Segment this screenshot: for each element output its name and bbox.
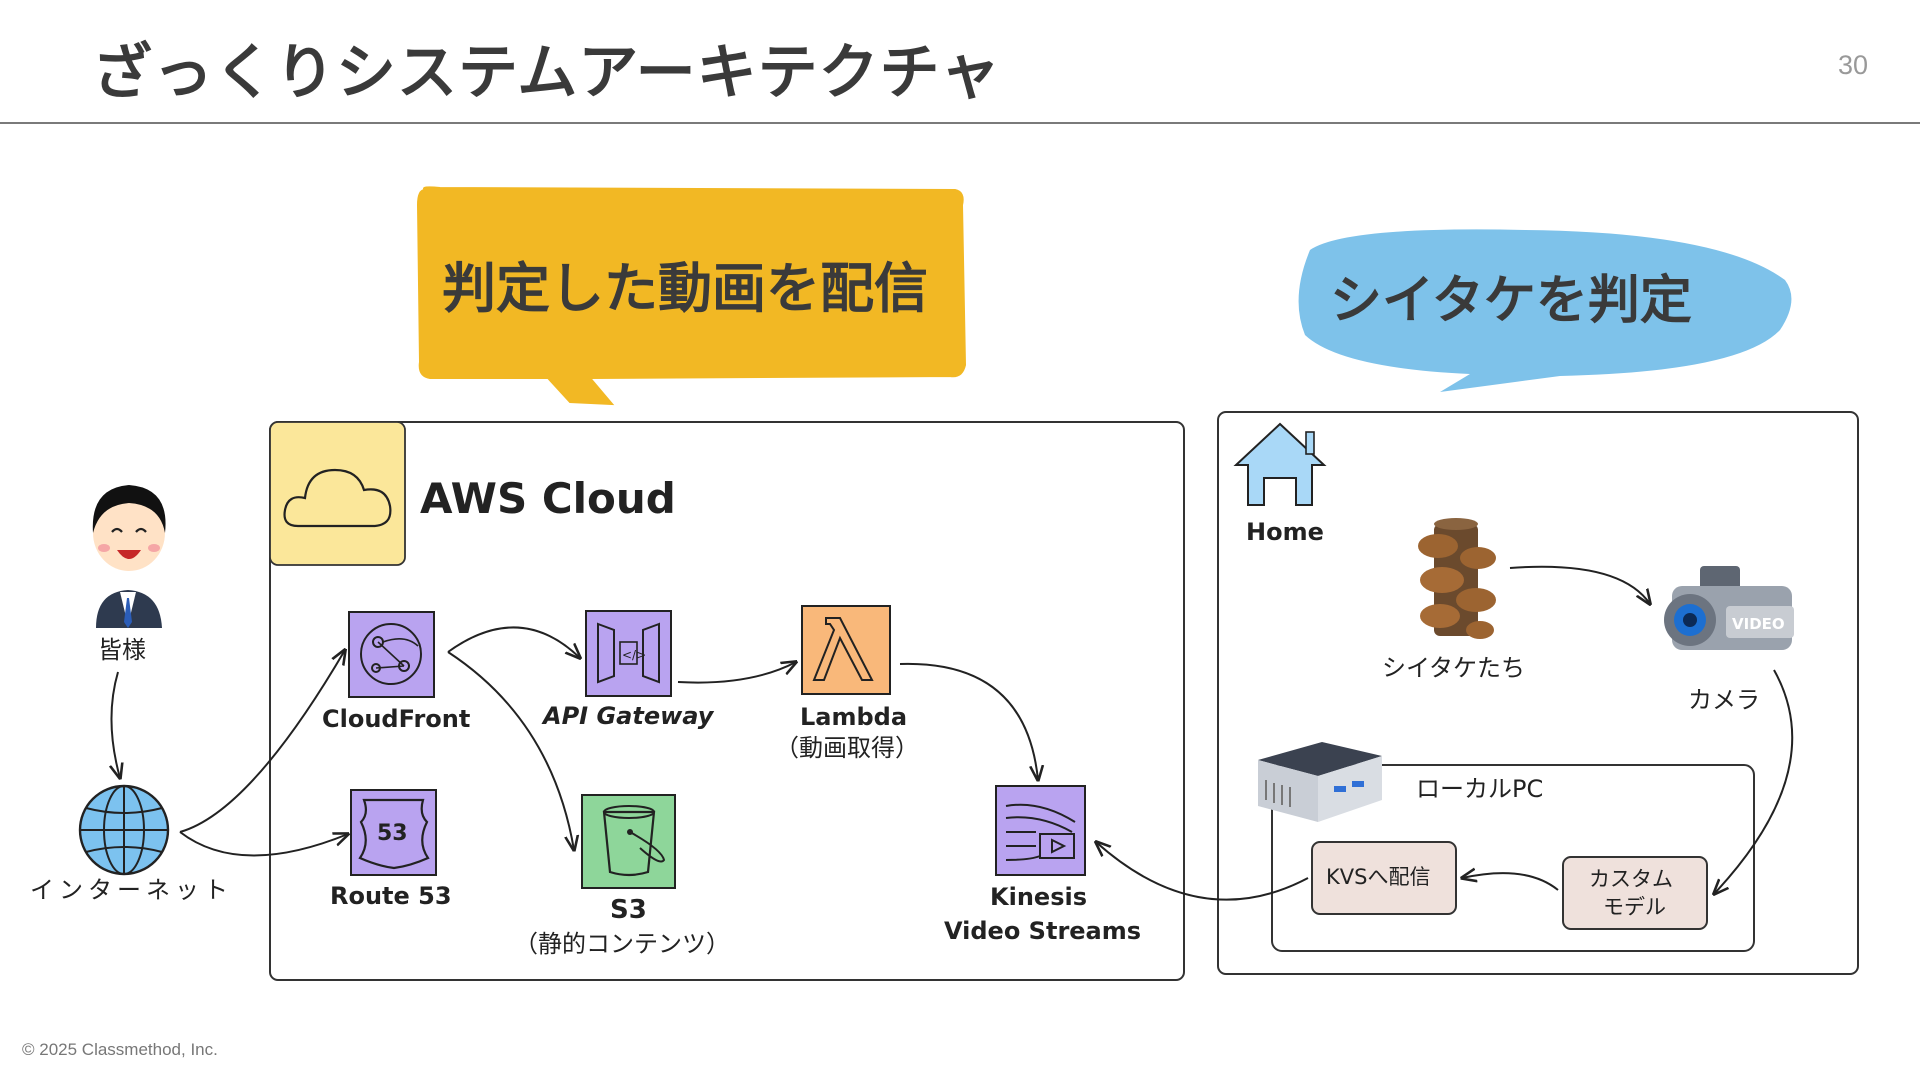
shiitake-icon <box>1418 518 1496 639</box>
callout-right-text: シイタケを判定 <box>1330 271 1692 331</box>
s3-desc: （静的コンテンツ） <box>514 930 730 958</box>
custom-model-label-line1: カスタム <box>1589 867 1673 891</box>
arrow-shiitake-to-camera <box>1509 565 1650 604</box>
globe-icon <box>78 784 170 876</box>
arrow-users-to-internet <box>111 671 120 778</box>
kvs-send-label: KVSへ配信 <box>1326 865 1430 889</box>
lambda-icon <box>812 617 874 681</box>
connectors <box>111 565 1794 901</box>
copyright-footer: © 2025 Classmethod, Inc. <box>22 1040 218 1059</box>
title-divider <box>0 122 1920 124</box>
cloud-icon <box>283 468 392 528</box>
arrow-cloudfront-to-apigw <box>447 626 580 658</box>
local-pc-label: ローカルPC <box>1416 775 1543 803</box>
arrow-internet-to-cloudfront <box>179 650 345 833</box>
aws-cloud-label: AWS Cloud <box>420 474 676 523</box>
api-gateway-label: API Gateway <box>541 702 715 730</box>
home-group: Home <box>1217 411 1859 975</box>
camera-icon: VIDEO <box>1664 566 1794 650</box>
shiitake-label: シイタケたち <box>1382 654 1525 682</box>
arrow-kvs-to-kinesis <box>1096 842 1309 901</box>
local-pc-group: ローカルPC <box>1258 742 1755 952</box>
custom-model-label-line2: モデル <box>1603 895 1666 919</box>
callout-left-bubble: 判定した動画を配信 <box>416 186 967 406</box>
mini-pc-icon <box>1258 742 1382 822</box>
camera-label: カメラ <box>1688 686 1760 714</box>
person-icon <box>92 485 166 628</box>
s3-label: S3 <box>610 895 647 925</box>
cloudfront-node <box>348 611 435 698</box>
home-icon <box>1233 422 1327 506</box>
slide-title: ざっくりシステムアーキテクチャ <box>92 38 1001 108</box>
arrow-model-to-kvs <box>1462 873 1559 891</box>
cloudfront-icon <box>360 623 422 685</box>
arrow-internet-to-route53 <box>179 831 348 857</box>
arrow-cloudfront-to-s3 <box>447 651 574 850</box>
s3-node <box>581 794 676 889</box>
camera-badge: VIDEO <box>1732 615 1785 633</box>
kinesis-label-line1: Kinesis <box>990 883 1087 911</box>
api-gateway-node: </> <box>585 610 672 697</box>
arrow-lambda-to-kinesis <box>899 662 1038 780</box>
users-label: 皆様 <box>98 636 146 664</box>
arrow-apigw-to-lambda <box>677 662 796 684</box>
route53-shield-icon <box>358 798 430 870</box>
kinesis-node <box>995 785 1086 876</box>
aws-cloud-group: AWS Cloud <box>269 421 1185 981</box>
internet-label: インターネット <box>30 876 233 904</box>
api-gateway-icon <box>597 622 660 684</box>
kinesis-icon <box>1005 803 1076 861</box>
kvs-send-node: KVSへ配信 <box>1311 841 1457 915</box>
route53-node: 53 <box>350 789 437 876</box>
home-label: Home <box>1246 518 1324 546</box>
callout-right-bubble: シイタケを判定 <box>1298 229 1792 392</box>
lambda-desc: （動画取得） <box>775 734 919 762</box>
page-number: 30 <box>1837 50 1868 80</box>
callout-left-text: 判定した動画を配信 <box>442 257 928 320</box>
cloudfront-label: CloudFront <box>322 705 470 733</box>
route53-label: Route 53 <box>330 882 452 910</box>
svg-text:</>: </> <box>622 648 646 662</box>
s3-bucket-icon <box>602 810 656 877</box>
kinesis-label-line2: Video Streams <box>944 917 1141 945</box>
aws-cloud-badge <box>269 421 406 566</box>
lambda-label: Lambda <box>800 703 907 731</box>
arrow-camera-to-model <box>1714 669 1794 894</box>
lambda-node <box>801 605 891 695</box>
route53-badge: 53 <box>377 821 408 846</box>
custom-model-node: カスタム モデル <box>1562 856 1708 930</box>
